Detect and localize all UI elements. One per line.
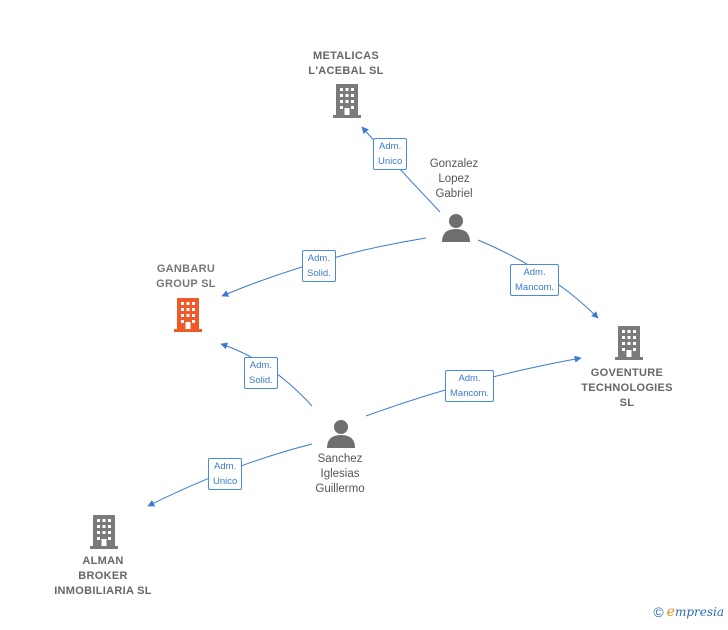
edge-label-sanchez-alman[interactable]: Adm. Unico (208, 458, 243, 490)
copyright-icon: © (653, 604, 664, 620)
company-label-ganbaru[interactable]: GANBARU GROUP SL (156, 263, 216, 290)
company-label-alman[interactable]: ALMAN BROKER INMOBILIARIA SL (54, 555, 152, 597)
edge-label-gonzalez-goventure[interactable]: Adm. Mancom. (510, 264, 560, 296)
building-icon[interactable] (90, 515, 118, 549)
edge-label-sanchez-goventure[interactable]: Adm. Mancom. (445, 370, 495, 402)
company-label-metalicas[interactable]: METALICAS L'ACEBAL SL (308, 50, 384, 77)
brand-initial: e (666, 604, 675, 620)
building-icon[interactable] (333, 84, 361, 118)
edge-label-gonzalez-metalicas[interactable]: Adm. Unico (373, 138, 408, 170)
brand-name: mpresia (674, 605, 724, 619)
person-icon[interactable] (441, 212, 471, 242)
person-label-sanchez[interactable]: Sanchez Iglesias Guillermo (315, 453, 365, 495)
edge-label-sanchez-ganbaru[interactable]: Adm. Solid. (244, 357, 278, 389)
footer-brand[interactable]: © empresia (653, 604, 724, 620)
edge-label-gonzalez-ganbaru[interactable]: Adm. Solid. (302, 250, 336, 282)
building-icon[interactable] (615, 326, 643, 360)
person-label-gonzalez[interactable]: Gonzalez Lopez Gabriel (429, 158, 479, 200)
building-icon-focus[interactable] (173, 298, 203, 332)
company-label-goventure[interactable]: GOVENTURE TECHNOLOGIES SL (581, 367, 673, 409)
person-icon[interactable] (326, 418, 356, 448)
